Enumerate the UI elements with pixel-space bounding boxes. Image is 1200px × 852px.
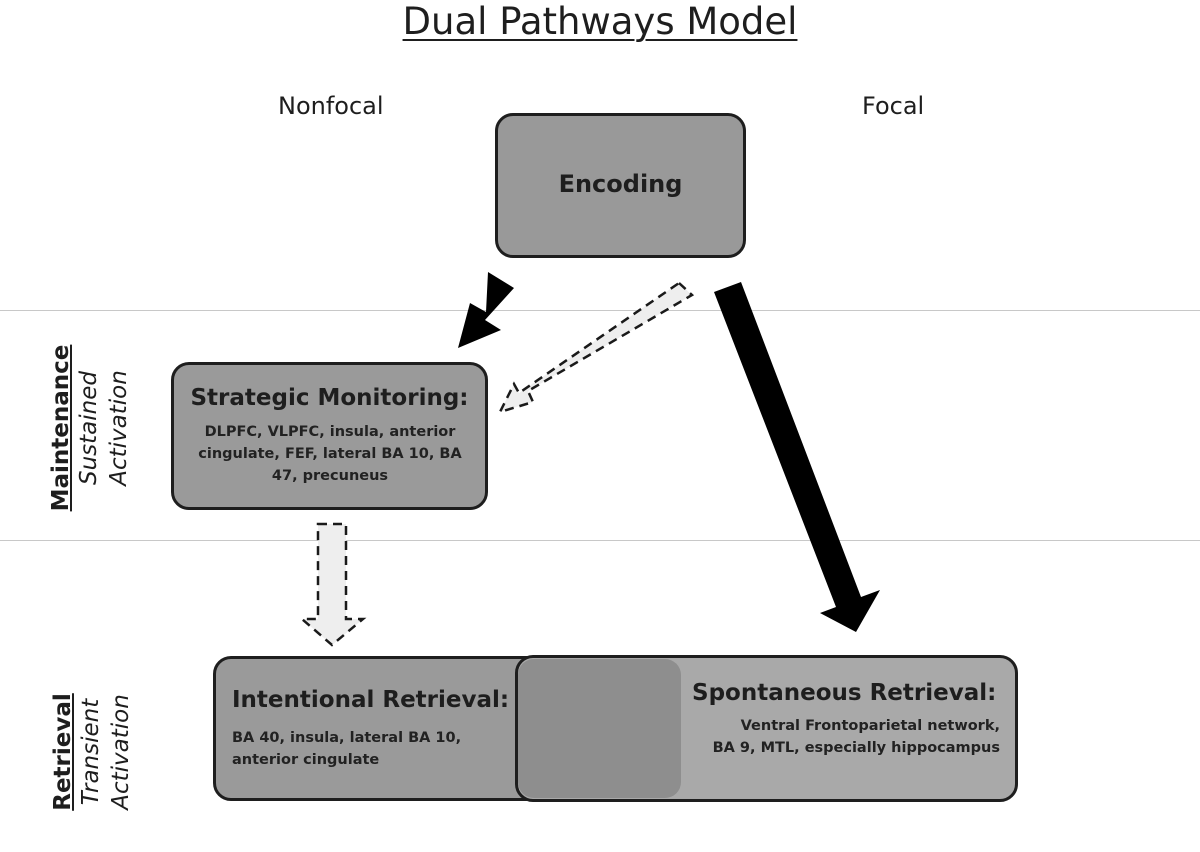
encoding-to-monitoring-arrow: [458, 272, 514, 348]
encoding-to-monitoring-dashed-arrow: [497, 281, 695, 415]
spontaneous-retrieval-line2: BA 9, MTL, especially hippocampus: [712, 740, 1000, 756]
spontaneous-retrieval-regions: Ventral Frontoparietal network, BA 9, MT…: [700, 715, 1000, 759]
retrieval-overlap-region: [518, 659, 681, 798]
strategic-monitoring-regions: DLPFC, VLPFC, insula, anterior cingulate…: [198, 424, 462, 484]
pathway-arrows: [298, 272, 880, 647]
intentional-retrieval-title: Intentional Retrieval:: [232, 687, 510, 713]
diagram-title: Dual Pathways Model: [402, 0, 798, 43]
encoding-node: [495, 113, 746, 258]
focal-column-label: Focal: [862, 92, 925, 120]
spontaneous-retrieval-title: Spontaneous Retrieval:: [692, 680, 997, 706]
strategic-monitoring-title: Strategic Monitoring:: [190, 385, 469, 411]
intentional-retrieval-regions: BA 40, insula, lateral BA 10, anterior c…: [232, 730, 462, 768]
spontaneous-retrieval-line1: Ventral Frontoparietal network,: [740, 718, 1000, 734]
encoding-label: Encoding: [558, 170, 683, 198]
row-divider-top: [0, 310, 1200, 311]
nonfocal-column-label: Nonfocal: [278, 92, 384, 120]
encoding-to-spontaneous-arrow: [714, 282, 880, 632]
strategic-monitoring-node: [171, 362, 488, 510]
row-divider-middle: [0, 540, 1200, 541]
monitoring-to-intentional-dashed-arrow: [298, 522, 367, 647]
